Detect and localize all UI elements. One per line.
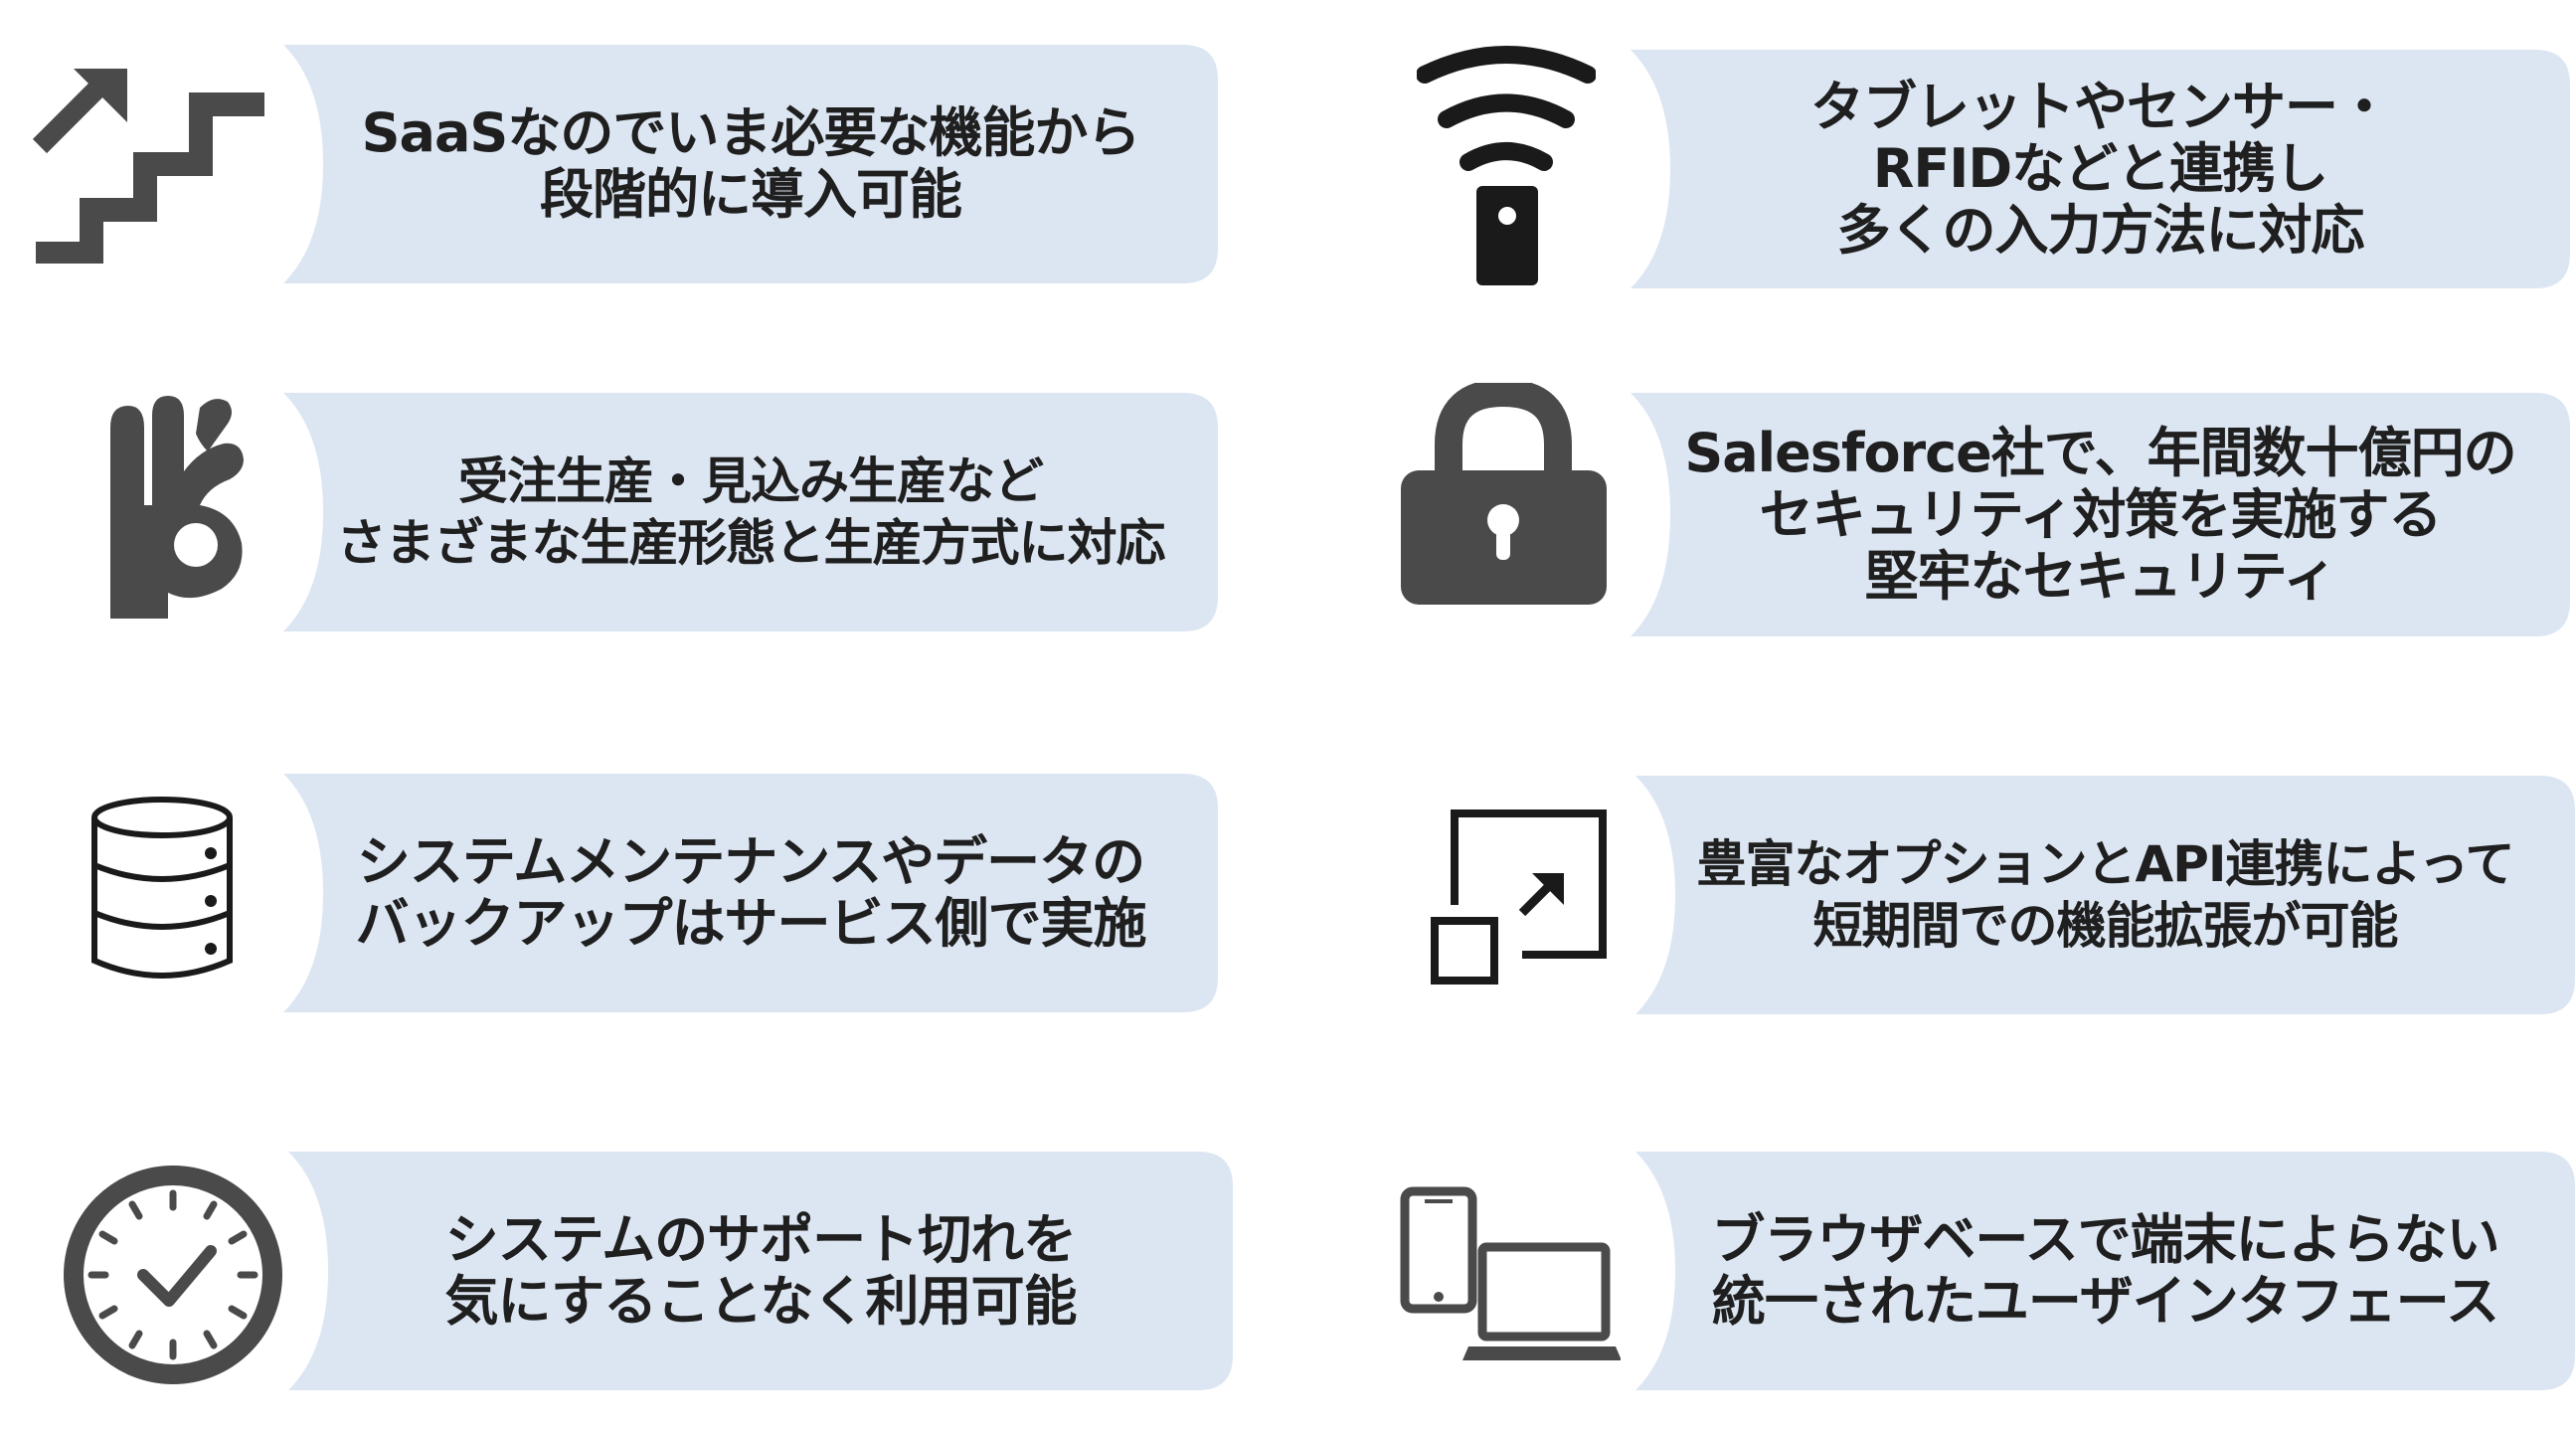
feature-description: システムのサポート切れを 気にすることなく利用可能 xyxy=(444,1208,1078,1333)
feature-text-line: 気にすることなく利用可能 xyxy=(444,1270,1078,1333)
feature-text-line: 統一されたユーザインタフェース xyxy=(1711,1270,2499,1333)
expand-window-icon xyxy=(1431,809,1607,985)
feature-text-line: バックアップはサービス側で実施 xyxy=(355,892,1147,955)
feature-text-line: システムのサポート切れを xyxy=(444,1208,1077,1271)
feature-text-line: 短期間での機能拡張が可能 xyxy=(1812,897,2398,955)
database-icon xyxy=(91,797,233,979)
feature-text-line: 多くの入力方法に対応 xyxy=(1836,199,2365,262)
card-background xyxy=(288,1152,1233,1390)
feature-description: タブレットやセンサー・ RFIDなどと連携し 多くの入力方法に対応 xyxy=(1810,76,2391,262)
feature-text-line: 堅牢なセキュリティ xyxy=(1864,544,2337,608)
feature-description: SaaSなのでいま必要な機能から 段階的に導入可能 xyxy=(361,101,1141,226)
feature-text-line: ブラウザベースで端末によらない xyxy=(1711,1208,2499,1271)
phone-laptop-icon xyxy=(1400,1186,1621,1360)
card-background xyxy=(1631,50,2570,288)
feature-description: システムメンテナンスやデータの バックアップはサービス側で実施 xyxy=(355,830,1147,955)
feature-text-line: セキュリティ対策を実施する xyxy=(1759,482,2443,546)
feature-text-line: タブレットやセンサー・ xyxy=(1810,76,2391,138)
feature-text-line: システムメンテナンスやデータの xyxy=(356,830,1145,893)
card-background xyxy=(283,393,1218,631)
card-background xyxy=(283,774,1218,1012)
card-background xyxy=(1635,776,2575,1014)
feature-text-line: さまざまな生産形態と生産方式に対応 xyxy=(336,514,1166,572)
feature-text-line: 受注生産・見込み生産など xyxy=(458,452,1044,510)
wireless-device-icon xyxy=(1417,46,1596,285)
feature-text-line: RFIDなどと連携し xyxy=(1872,137,2328,200)
stairs-up-arrow-icon xyxy=(32,69,264,264)
feature-text-line: 段階的に導入可能 xyxy=(539,163,962,226)
feature-text-line: Salesforce社で、年間数十億円の xyxy=(1684,421,2516,484)
ok-hand-icon xyxy=(110,396,244,619)
card-background xyxy=(283,45,1218,283)
feature-text-line: 豊富なオプションとAPI連携によって xyxy=(1696,835,2515,893)
feature-description: 豊富なオプションとAPI連携によって 短期間での機能拡張が可能 xyxy=(1696,833,2515,957)
clock-icon xyxy=(64,1166,282,1384)
feature-description: ブラウザベースで端末によらない 統一されたユーザインタフェース xyxy=(1711,1208,2499,1333)
card-background xyxy=(1631,393,2570,636)
feature-description: Salesforce社で、年間数十億円の セキュリティ対策を実施する 堅牢なセキ… xyxy=(1684,421,2516,608)
feature-description: 受注生産・見込み生産など さまざまな生産形態と生産方式に対応 xyxy=(336,450,1166,574)
feature-text-line: SaaSなのでいま必要な機能から xyxy=(361,101,1141,164)
card-background xyxy=(1635,1152,2575,1390)
padlock-icon xyxy=(1401,383,1607,605)
